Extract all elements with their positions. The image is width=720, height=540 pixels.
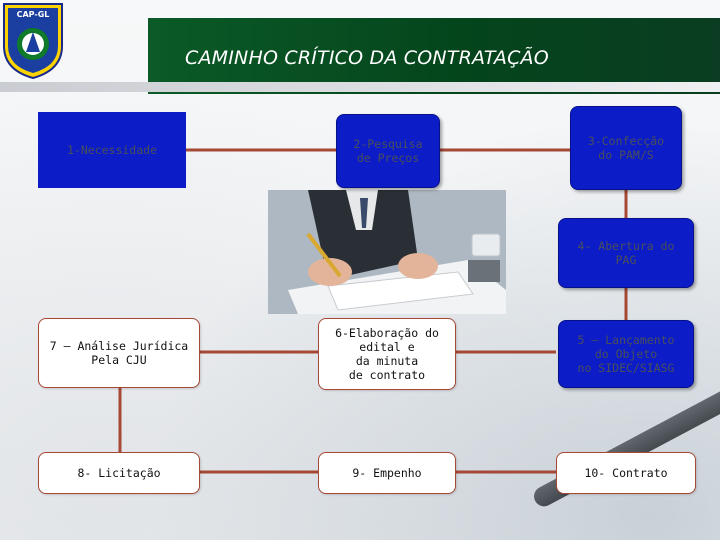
page-title: CAMINHO CRÍTICO DA CONTRATAÇÃO	[185, 47, 549, 69]
node-2-pesquisa-precos: 2-Pesquisa de Preços	[336, 114, 440, 188]
node-7-label: 7 – Análise Jurídica Pela CJU	[49, 339, 189, 367]
node-1-necessidade: 1-Necessidade	[38, 112, 186, 188]
node-10-label: 10- Contrato	[584, 466, 668, 480]
node-9-label: 9- Empenho	[352, 466, 422, 480]
node-10-contrato: 10- Contrato	[556, 452, 696, 494]
node-5-lancamento-objeto: 5 – Lançamento do Objeto no SIDEC/SIASG	[558, 320, 694, 388]
node-3-confeccao-pam: 3-Confecção do PAM/S	[570, 106, 682, 190]
node-8-licitacao: 8- Licitação	[38, 452, 200, 494]
header-band	[148, 18, 720, 94]
node-4-abertura-pag: 4- Abertura do PAG	[558, 218, 694, 288]
node-3-label: 3-Confecção do PAM/S	[587, 134, 665, 162]
handshake-document-photo	[268, 190, 506, 314]
node-2-label: 2-Pesquisa de Preços	[353, 137, 423, 165]
node-9-empenho: 9- Empenho	[318, 452, 456, 494]
emblem-icon: CAP-GL	[3, 3, 63, 80]
node-6-label: 6-Elaboração do edital e da minuta de co…	[335, 326, 439, 382]
node-7-analise-juridica: 7 – Análise Jurídica Pela CJU	[38, 318, 200, 388]
node-6-elaboracao-edital: 6-Elaboração do edital e da minuta de co…	[318, 318, 456, 390]
node-1-label: 1-Necessidade	[66, 143, 157, 157]
node-4-label: 4- Abertura do PAG	[577, 239, 675, 267]
header-divider	[0, 82, 720, 92]
node-5-label: 5 – Lançamento do Objeto no SIDEC/SIASG	[577, 333, 675, 375]
node-8-label: 8- Licitação	[77, 466, 161, 480]
svg-text:CAP-GL: CAP-GL	[17, 10, 50, 19]
